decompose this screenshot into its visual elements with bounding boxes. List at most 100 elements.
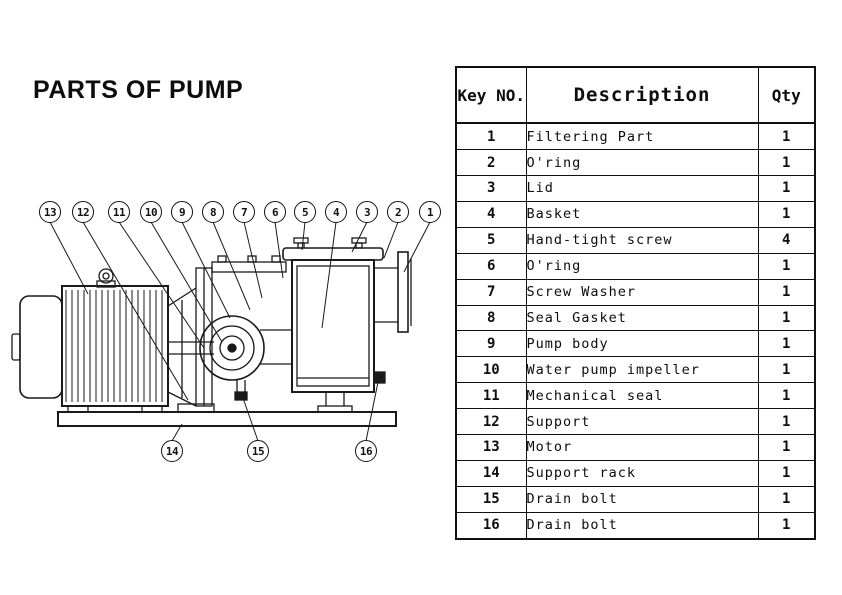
callout-7: 7 bbox=[233, 201, 255, 223]
description-cell: Basket bbox=[525, 200, 759, 228]
qty-cell: 1 bbox=[757, 511, 816, 540]
header-qty: Qty bbox=[757, 66, 816, 124]
qty-cell: 1 bbox=[757, 459, 816, 487]
table-row: 5 Hand-tight screw 4 bbox=[455, 226, 816, 254]
callout-6: 6 bbox=[264, 201, 286, 223]
description-cell: Support bbox=[525, 408, 759, 435]
callout-14: 14 bbox=[161, 440, 183, 462]
qty-cell: 1 bbox=[757, 252, 816, 280]
key-no-cell: 5 bbox=[455, 226, 527, 254]
table-row: 9 Pump body 1 bbox=[455, 330, 816, 358]
qty-cell: 1 bbox=[757, 433, 816, 461]
table-row: 7 Screw Washer 1 bbox=[455, 278, 816, 306]
key-no-cell: 11 bbox=[455, 382, 527, 410]
leader-lines bbox=[49, 221, 431, 442]
hand-screws bbox=[293, 237, 367, 249]
qty-cell: 1 bbox=[757, 278, 816, 306]
pump-diagram: 13 12 11 10 9 8 7 6 5 4 3 2 1 14 15 16 bbox=[11, 201, 441, 462]
description-cell: Hand-tight screw bbox=[525, 226, 759, 254]
description-cell: Pump body bbox=[525, 330, 759, 358]
header-description: Description bbox=[525, 66, 759, 124]
table-row: 1 Filtering Part 1 bbox=[455, 122, 816, 151]
key-no-cell: 16 bbox=[455, 511, 527, 540]
qty-cell: 1 bbox=[757, 330, 816, 358]
description-cell: O'ring bbox=[525, 252, 759, 280]
key-no-cell: 13 bbox=[455, 433, 527, 461]
table-row: 10 Water pump impeller 1 bbox=[455, 356, 816, 384]
header-key-no: Key NO. bbox=[455, 66, 527, 124]
callout-4: 4 bbox=[325, 201, 347, 223]
callout-11: 11 bbox=[108, 201, 130, 223]
qty-cell: 1 bbox=[757, 382, 816, 410]
qty-cell: 1 bbox=[757, 408, 816, 435]
key-no-cell: 1 bbox=[455, 122, 527, 151]
drain-bolt-pump bbox=[234, 380, 248, 401]
table-row: 8 Seal Gasket 1 bbox=[455, 304, 816, 332]
table-row: 11 Mechanical seal 1 bbox=[455, 382, 816, 410]
key-no-cell: 8 bbox=[455, 304, 527, 332]
qty-cell: 1 bbox=[757, 200, 816, 228]
key-no-cell: 10 bbox=[455, 356, 527, 384]
parts-table: Key NO. Description Qty 1 Filtering Part… bbox=[455, 66, 816, 540]
table-row: 4 Basket 1 bbox=[455, 200, 816, 228]
filter-tank bbox=[282, 237, 412, 413]
key-no-cell: 4 bbox=[455, 200, 527, 228]
description-cell: O'ring bbox=[525, 149, 759, 177]
tank-lid bbox=[282, 247, 384, 261]
description-cell: Drain bolt bbox=[525, 485, 759, 513]
qty-cell: 1 bbox=[757, 122, 816, 151]
callout-1: 1 bbox=[419, 201, 441, 223]
description-cell: Support rack bbox=[525, 459, 759, 487]
callout-8: 8 bbox=[202, 201, 224, 223]
key-no-cell: 2 bbox=[455, 149, 527, 177]
table-row: 6 O'ring 1 bbox=[455, 252, 816, 280]
key-no-cell: 12 bbox=[455, 408, 527, 435]
page-title: PARTS OF PUMP bbox=[33, 76, 244, 104]
callout-9: 9 bbox=[171, 201, 193, 223]
description-cell: Mechanical seal bbox=[525, 382, 759, 410]
tank-foot bbox=[317, 392, 353, 413]
parts-table-body: 1 Filtering Part 1 2 O'ring 1 3 Lid 1 4 … bbox=[455, 122, 816, 540]
discharge-pipe bbox=[260, 329, 292, 365]
callout-13: 13 bbox=[39, 201, 61, 223]
key-no-cell: 7 bbox=[455, 278, 527, 306]
callout-3: 3 bbox=[356, 201, 378, 223]
table-row: 16 Drain bolt 1 bbox=[455, 511, 816, 540]
parts-table-header: Key NO. Description Qty bbox=[455, 66, 816, 124]
callout-12: 12 bbox=[72, 201, 94, 223]
description-cell: Water pump impeller bbox=[525, 356, 759, 384]
key-no-cell: 15 bbox=[455, 485, 527, 513]
key-no-cell: 6 bbox=[455, 252, 527, 280]
qty-cell: 1 bbox=[757, 485, 816, 513]
qty-cell: 1 bbox=[757, 175, 816, 202]
pump-volute bbox=[168, 315, 265, 401]
key-no-cell: 14 bbox=[455, 459, 527, 487]
description-cell: Seal Gasket bbox=[525, 304, 759, 332]
mounting-flange bbox=[195, 255, 287, 407]
callout-16: 16 bbox=[355, 440, 377, 462]
table-row: 15 Drain bolt 1 bbox=[455, 485, 816, 513]
qty-cell: 4 bbox=[757, 226, 816, 254]
qty-cell: 1 bbox=[757, 304, 816, 332]
outlet-flange bbox=[374, 251, 412, 333]
base-rail bbox=[57, 411, 397, 427]
description-cell: Motor bbox=[525, 433, 759, 461]
pump-drawing bbox=[11, 221, 431, 442]
table-row: 12 Support 1 bbox=[455, 408, 816, 435]
lifting-eye bbox=[96, 268, 116, 288]
description-cell: Filtering Part bbox=[525, 122, 759, 151]
description-cell: Screw Washer bbox=[525, 278, 759, 306]
description-cell: Drain bolt bbox=[525, 511, 759, 540]
qty-cell: 1 bbox=[757, 149, 816, 177]
description-cell: Lid bbox=[525, 175, 759, 202]
key-no-cell: 9 bbox=[455, 330, 527, 358]
drain-bolt-tank bbox=[373, 371, 386, 384]
table-row: 14 Support rack 1 bbox=[455, 459, 816, 487]
callout-5: 5 bbox=[294, 201, 316, 223]
table-row: 13 Motor 1 bbox=[455, 433, 816, 461]
callout-10: 10 bbox=[140, 201, 162, 223]
callout-15: 15 bbox=[247, 440, 269, 462]
table-row: 3 Lid 1 bbox=[455, 175, 816, 202]
callout-2: 2 bbox=[387, 201, 409, 223]
